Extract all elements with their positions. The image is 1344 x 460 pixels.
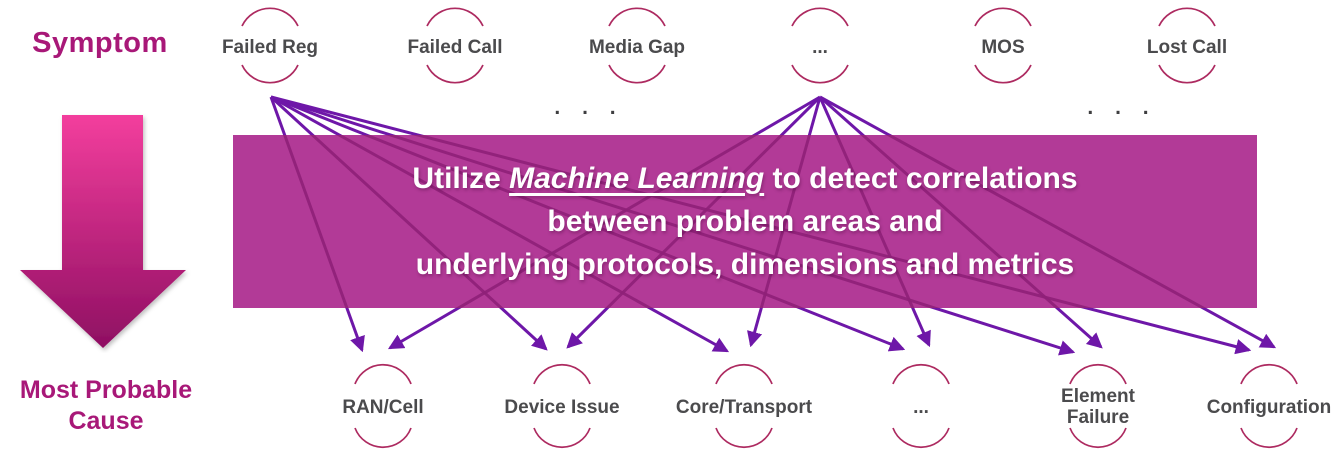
cause-node-ran-cell: RAN/Cell xyxy=(303,362,463,452)
node-arcs xyxy=(892,363,950,449)
symptom-node-failed-call: Failed Call xyxy=(385,5,525,89)
node-arcs xyxy=(354,363,412,449)
symptom-node-label: ... xyxy=(812,36,828,58)
edge-line-overlay xyxy=(455,135,758,308)
cause-node-label: Configuration xyxy=(1206,396,1332,418)
symptom-heading: Symptom xyxy=(32,27,168,59)
symptom-node-label: Failed Call xyxy=(407,36,503,58)
node-arcs xyxy=(791,7,849,84)
down-arrow-shape xyxy=(20,115,186,348)
symptom-node-label: Media Gap xyxy=(588,36,686,58)
edge-line-overlay xyxy=(885,135,1207,308)
banner-line-1: Utilize Machine Learning to detect corre… xyxy=(412,157,1077,200)
banner-line1-highlight: Machine Learning xyxy=(509,162,765,195)
edge-line-overlay xyxy=(310,135,504,308)
node-arcs xyxy=(533,363,591,449)
symptom-node-label: Failed Reg xyxy=(221,36,319,58)
symptom-node-mos: MOS xyxy=(933,5,1073,89)
edge-line-overlay xyxy=(385,135,940,308)
node-arcs xyxy=(1240,363,1298,449)
banner-line1-prefix: Utilize xyxy=(412,162,510,195)
banner-line-3: underlying protocols, dimensions and met… xyxy=(415,248,1075,281)
symptom-node-label: MOS xyxy=(981,36,1025,58)
edge-line-overlay xyxy=(759,135,811,308)
symptom-node-failed-reg: Failed Reg xyxy=(200,5,340,89)
edge-line-overlay xyxy=(336,135,653,308)
cause-node-label: Device Issue xyxy=(504,396,620,418)
cause-node-label-line1: Element xyxy=(1061,386,1135,407)
cause-heading: Most Probable Cause xyxy=(0,375,212,437)
node-arcs xyxy=(1158,7,1216,84)
node-arcs xyxy=(608,7,666,84)
cause-node-label-line2: Failure xyxy=(1066,407,1130,428)
symptom-node-ellipsis: ... xyxy=(750,5,890,89)
ellipsis-separator-right: . . . xyxy=(1087,96,1157,119)
symptom-to-cause-arrow xyxy=(20,115,186,348)
cause-node-device-issue: Device Issue xyxy=(482,362,642,452)
cause-node-ellipsis: ... xyxy=(841,362,1001,452)
cause-heading-line2: Cause xyxy=(68,407,144,435)
node-arcs xyxy=(974,7,1032,84)
cause-node-label: Core/Transport xyxy=(675,396,813,418)
edge-line-overlay xyxy=(605,135,784,308)
cause-node-label: ... xyxy=(913,396,929,418)
banner-line1-suffix: to detect correlations xyxy=(764,162,1078,195)
edge-line-overlay xyxy=(835,135,915,308)
node-arcs xyxy=(715,363,773,449)
banner-line-2: between problem areas and xyxy=(547,205,943,238)
symptom-node-media-gap: Media Gap xyxy=(567,5,707,89)
node-arcs xyxy=(1069,363,1127,449)
cause-heading-line1: Most Probable xyxy=(19,376,193,404)
ellipsis-separator-left: . . . xyxy=(554,96,624,119)
ml-banner-text: Utilize Machine Learning to detect corre… xyxy=(233,135,1257,308)
edge-line-overlay xyxy=(283,135,349,308)
edge-line-overlay xyxy=(362,135,805,308)
symptom-node-label: Lost Call xyxy=(1146,36,1228,58)
node-arcs xyxy=(426,7,484,84)
edge-line-overlay xyxy=(411,135,1093,308)
cause-node-label: RAN/Cell xyxy=(342,396,424,418)
node-arcs xyxy=(241,7,299,84)
cause-node-configuration: Configuration xyxy=(1189,362,1344,452)
cause-node-core-transport: Core/Transport xyxy=(664,362,824,452)
edge-line-overlay xyxy=(860,135,1060,308)
symptom-node-lost-call: Lost Call xyxy=(1117,5,1257,89)
ml-banner xyxy=(233,135,1257,308)
